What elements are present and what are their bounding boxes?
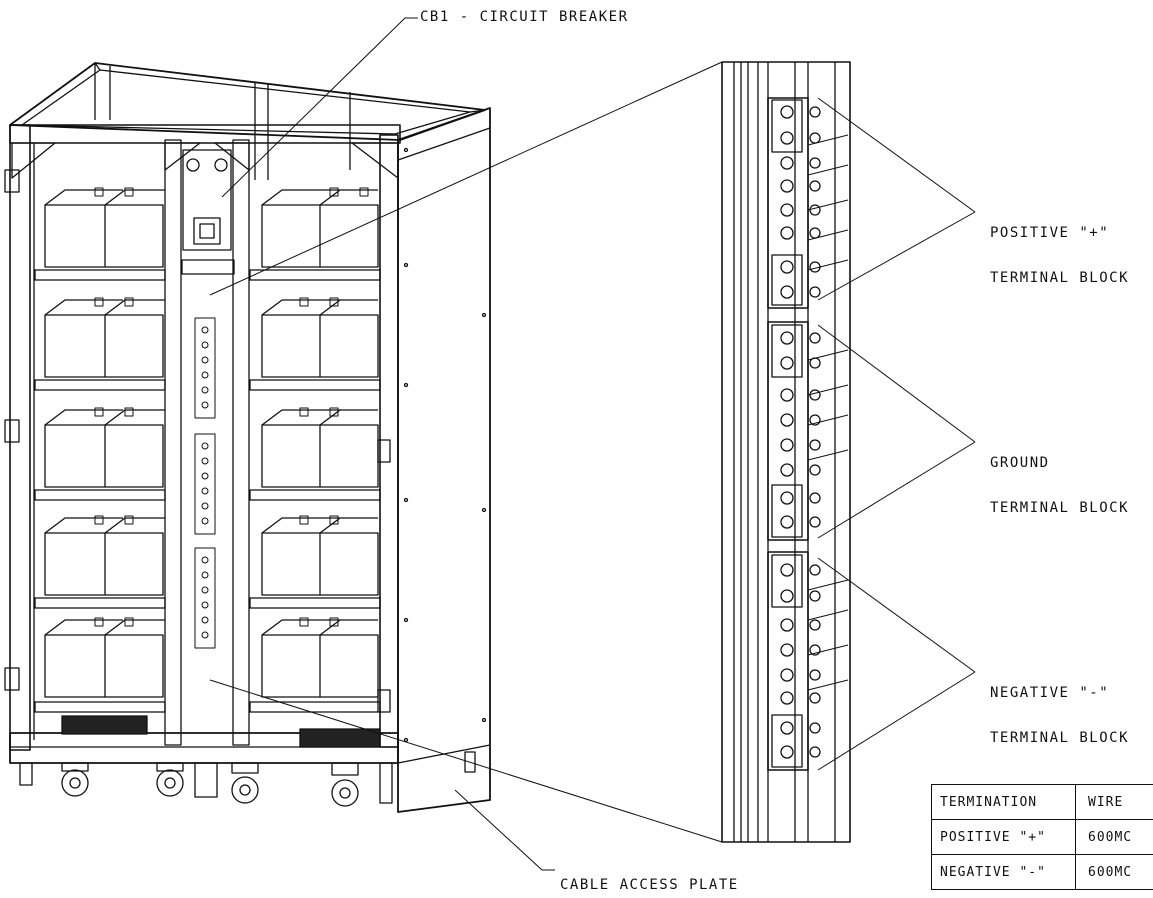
table-row: NEGATIVE "-" 600MC: [931, 854, 1153, 890]
negative-label-line1: NEGATIVE "-": [990, 685, 1110, 701]
cell-wire: 600MC: [1075, 854, 1153, 890]
table-header-row: TERMINATION WIRE: [931, 784, 1153, 820]
vent-grilles: [61, 715, 381, 748]
cable-access-plate-label: CABLE ACCESS PLATE: [560, 877, 739, 893]
cabinet-terminal-strip: [194, 317, 216, 649]
ground-block-label: GROUND TERMINAL BLOCK: [990, 426, 1129, 531]
negative-terminal-block-detail: [767, 551, 821, 771]
cell-termination: POSITIVE "+": [931, 819, 1076, 855]
negative-block-label: NEGATIVE "-" TERMINAL BLOCK: [990, 656, 1129, 761]
positive-block-label: POSITIVE "+" TERMINAL BLOCK: [990, 196, 1129, 301]
positive-label-line1: POSITIVE "+": [990, 225, 1110, 241]
right-battery-column: [249, 189, 381, 713]
positive-label-line2: TERMINAL BLOCK: [990, 270, 1130, 286]
terminal-detail-view: [721, 61, 851, 843]
cabinet-frame: [4, 62, 491, 813]
cell-termination: NEGATIVE "-": [931, 854, 1076, 890]
battery-shelves: [34, 187, 381, 713]
header-wire: WIRE: [1075, 784, 1153, 820]
table-row: POSITIVE "+" 600MC: [931, 819, 1153, 855]
termination-table: TERMINATION WIRE POSITIVE "+" 600MC NEGA…: [931, 784, 1153, 890]
negative-label-line2: TERMINAL BLOCK: [990, 730, 1130, 746]
leader-lines: [209, 17, 976, 871]
positive-terminal-block-detail: [767, 97, 821, 309]
ground-label-line1: GROUND: [990, 455, 1050, 471]
circuit-breaker-label: CB1 - CIRCUIT BREAKER: [420, 9, 629, 25]
casters: [19, 751, 476, 807]
ground-label-line2: TERMINAL BLOCK: [990, 500, 1130, 516]
ground-terminal-block-detail: [767, 321, 821, 541]
left-battery-column: [34, 189, 166, 713]
cell-wire: 600MC: [1075, 819, 1153, 855]
header-termination: TERMINATION: [931, 784, 1076, 820]
